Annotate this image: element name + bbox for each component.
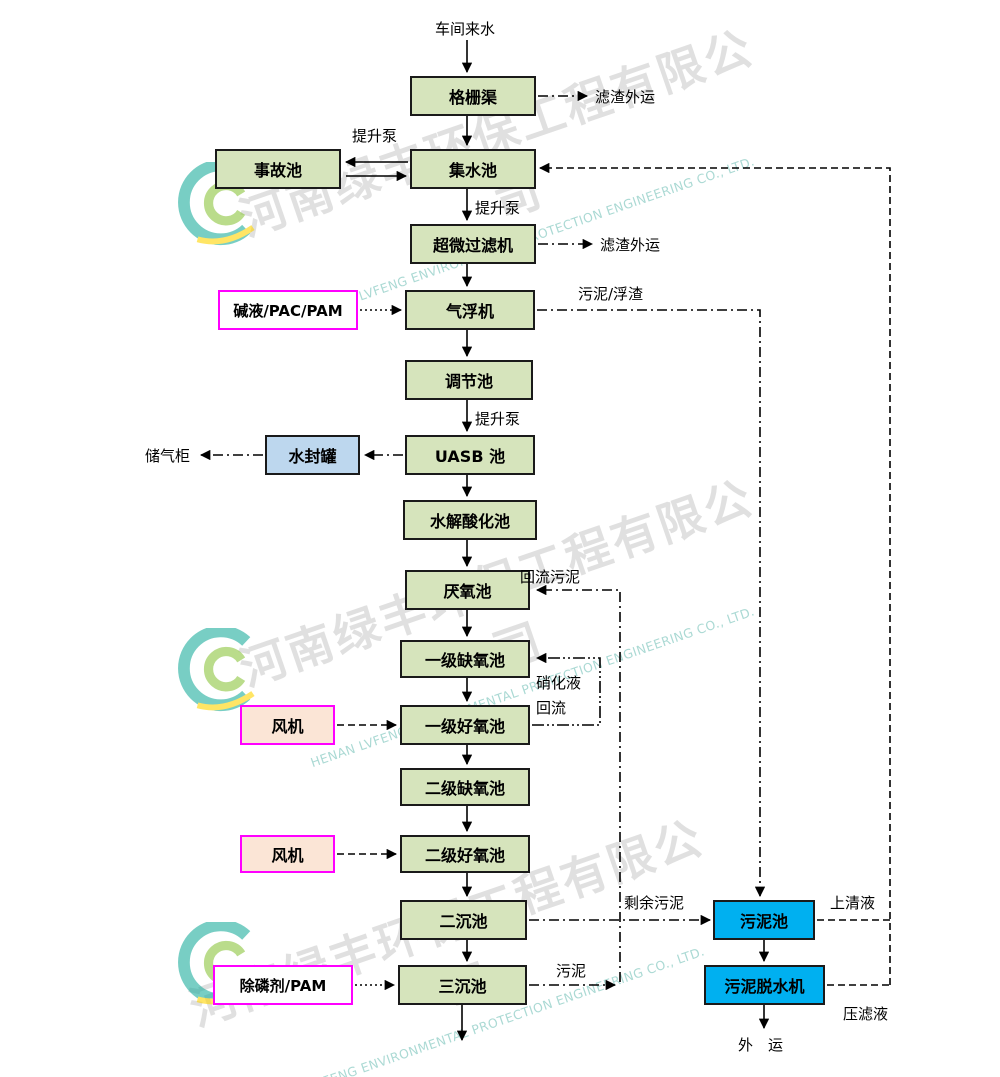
label-slag-out-top: 滤渣外运 <box>595 88 656 106</box>
main-flow-edges <box>344 40 770 1042</box>
label-outbound: 外 运 <box>738 1036 784 1054</box>
node-sludge-pool: 污泥池 <box>713 900 815 940</box>
edge-nitrified-liquid-reflux <box>532 652 601 726</box>
edge-return-to-collect-pool <box>538 162 891 985</box>
label-excess-sludge: 剩余污泥 <box>624 894 685 912</box>
label-gas-holder: 储气柜 <box>145 447 191 465</box>
dosing-dotted-edges <box>355 304 403 991</box>
node-sed-3: 三沉池 <box>398 965 527 1005</box>
node-anoxic-2: 二级缺氧池 <box>400 768 530 806</box>
dashed-edges <box>337 162 891 986</box>
label-sludge-scum: 污泥/浮渣 <box>578 285 644 303</box>
label-lift-pump-2: 提升泵 <box>475 199 521 217</box>
label-sludge: 污泥 <box>556 962 587 980</box>
edge-return-sludge-to-anaerobic <box>535 584 621 982</box>
node-grid-channel: 格栅渠 <box>410 76 536 116</box>
node-anaerobic: 厌氧池 <box>405 570 530 610</box>
node-air-flotation: 气浮机 <box>405 290 535 330</box>
label-filtrate: 压滤液 <box>843 1005 889 1023</box>
node-sed-2: 二沉池 <box>400 900 527 940</box>
sludge-dashdot-edges <box>199 90 766 991</box>
node-fan-2: 风机 <box>240 835 335 873</box>
label-reflux: 回流 <box>536 699 567 717</box>
node-regulating-pool: 调节池 <box>405 360 533 400</box>
label-supernatant: 上清液 <box>830 894 876 912</box>
node-collect-pool: 集水池 <box>410 149 536 189</box>
node-fan-1: 风机 <box>240 705 335 745</box>
node-ultrafilter: 超微过滤机 <box>410 224 536 264</box>
node-aerobic-2: 二级好氧池 <box>400 835 530 873</box>
node-sludge-dewater: 污泥脱水机 <box>704 965 825 1005</box>
node-dephos-pam: 除磷剂/PAM <box>213 965 353 1005</box>
node-anoxic-1: 一级缺氧池 <box>400 640 530 678</box>
label-slag-out-mid: 滤渣外运 <box>600 236 661 254</box>
label-return-sludge: 回流污泥 <box>520 568 581 586</box>
node-alkali-pac-pam: 碱液/PAC/PAM <box>218 290 358 330</box>
node-aerobic-1: 一级好氧池 <box>400 705 530 745</box>
node-hydrolysis: 水解酸化池 <box>403 500 537 540</box>
nitrified-return-edge <box>532 652 601 726</box>
node-water-seal-tank: 水封罐 <box>265 435 360 475</box>
edge-flotation-scum-to-sludgepool <box>537 309 766 898</box>
label-nitrified-liquid: 硝化液 <box>536 674 582 692</box>
label-incoming-water: 车间来水 <box>435 20 496 38</box>
label-lift-pump-3: 提升泵 <box>475 410 521 428</box>
node-uasb: UASB 池 <box>405 435 535 475</box>
node-accident-pool: 事故池 <box>215 149 341 189</box>
label-lift-pump-1: 提升泵 <box>352 127 398 145</box>
